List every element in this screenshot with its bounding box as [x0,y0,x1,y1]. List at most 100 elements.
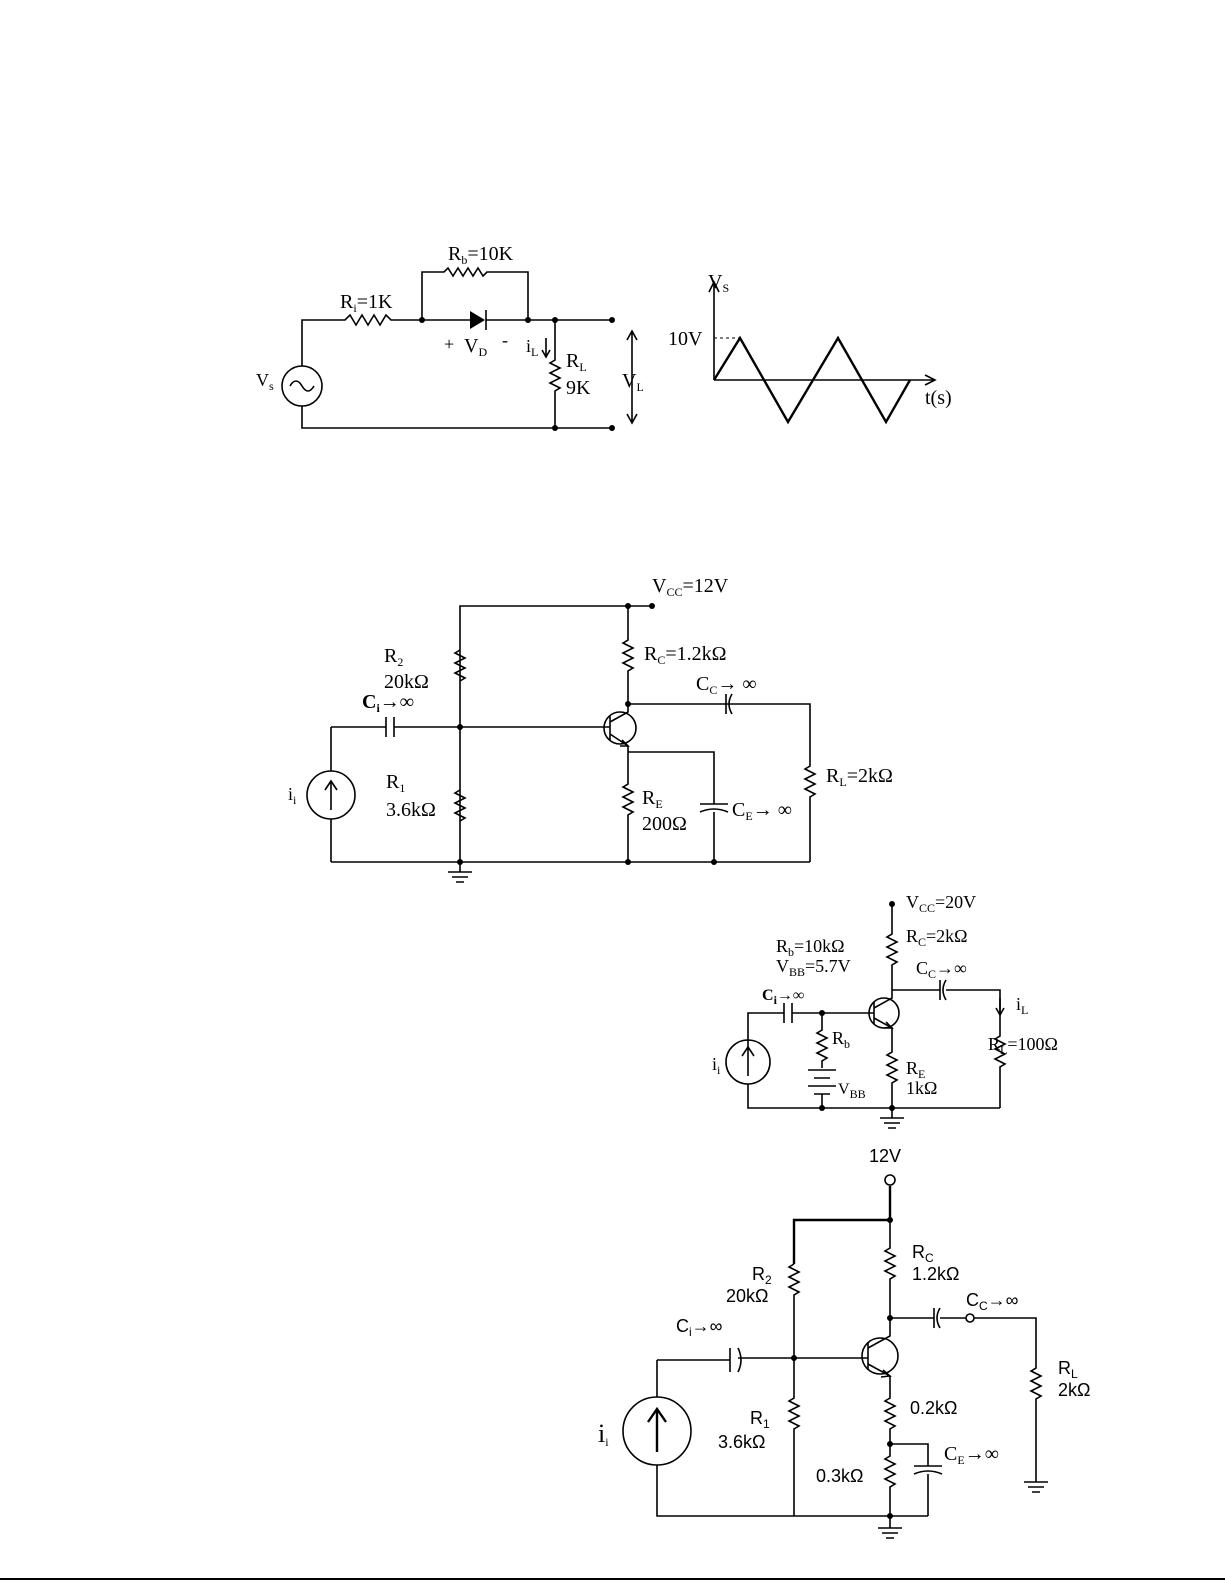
svg-text:RL=100Ω: RL=100Ω [988,1034,1058,1057]
rb-resistor-label: R [832,1028,844,1048]
vd-minus: - [502,330,508,350]
svg-text:RL: RL [1058,1358,1078,1381]
re-label: R [642,787,656,809]
rl-label: R [566,350,580,372]
svg-text:VL: VL [622,370,644,394]
vbb-label: V [776,956,789,976]
ce-amplifier-circuit: VCC=12V RC=1.2kΩ CC→ ∞ R2 20kΩ Ci→∞ R1 3… [288,575,893,882]
svg-text:CC→∞: CC→∞ [916,958,967,981]
svg-text:CC→ ∞: CC→ ∞ [696,673,757,697]
battery-icon [808,1070,836,1108]
current-source-icon [726,1040,770,1084]
svg-text:VCC=20V: VCC=20V [906,892,976,915]
r2-label: R [752,1264,765,1284]
svg-text:Rb=10K: Rb=10K [448,243,514,267]
ground-icon [1024,1482,1048,1492]
ii-label: i [598,1419,605,1448]
svg-text:iL: iL [526,336,538,359]
svg-text:Ci→∞: Ci→∞ [762,987,804,1007]
peak-label: 10V [668,328,703,350]
ground-icon [878,1516,902,1538]
vs-axis-label: V [708,271,723,293]
svg-text:ii: ii [712,1054,721,1077]
r1-value: 3.6kΩ [386,799,436,821]
triangle-waveform: VS 10V t(s) [668,271,952,422]
svg-text:Ci→∞: Ci→∞ [676,1316,723,1339]
svg-text:iL: iL [1016,994,1028,1017]
rc-label: R [906,926,918,946]
rl-label: R [826,765,840,787]
supply-label: 12V [869,1146,901,1166]
r1-label: R [386,771,400,793]
r2-value: 20kΩ [726,1286,768,1306]
ce-label: C [732,799,745,821]
svg-text:ii: ii [598,1419,609,1449]
svg-text:CE→∞: CE→∞ [944,1443,999,1467]
svg-text:RC=1.2kΩ: RC=1.2kΩ [644,643,727,667]
svg-text:RE: RE [642,787,663,811]
current-source-icon [307,771,355,819]
ground-icon [448,862,472,882]
svg-text:VBB=5.7V: VBB=5.7V [776,956,851,979]
rc-label: R [912,1242,925,1262]
svg-text:RC=2kΩ: RC=2kΩ [906,926,968,949]
rl-label: R [988,1034,1000,1054]
cc-label: C [966,1290,979,1310]
vcc-label: V [652,575,667,597]
ci-label: C [676,1316,689,1336]
ac-source-icon [282,366,322,406]
svg-text:Vs: Vs [256,370,274,393]
r1-value: 3.6kΩ [718,1432,765,1452]
svg-text:R2: R2 [752,1264,772,1287]
rl-label: R [1058,1358,1071,1378]
svg-text:ii: ii [288,784,297,807]
svg-text:VD: VD [464,335,487,359]
svg-text:RC: RC [912,1242,934,1265]
re1-value: 0.2kΩ [910,1398,957,1418]
ci-label: C [762,987,774,1004]
r1-label: R [750,1408,763,1428]
svg-text:R2: R2 [384,645,403,669]
re-value: 200Ω [642,813,687,835]
rl-value: 2kΩ [1058,1380,1090,1400]
svg-text:Rb: Rb [832,1028,850,1051]
ground-icon [880,1108,904,1128]
cc-label: C [916,958,928,978]
vd-label: V [464,335,479,357]
time-axis-label: t(s) [925,387,952,409]
svg-text:RL: RL [566,350,587,374]
r2-label: R [384,645,398,667]
current-arrow-icon [542,338,550,357]
emitter-follower-circuit: VCC=20V RC=2kΩ Rb=10kΩ VBB=5.7V CC→∞ Ci→… [712,892,1058,1128]
vl-label: V [622,370,637,392]
svg-text:R1: R1 [750,1408,770,1431]
diode-circuit: Rb=10K Ri=1K Vs + VD - iL RL 9K VL [256,243,644,431]
cc-label: C [696,673,709,695]
svg-text:Ri=1K: Ri=1K [340,291,393,315]
vd-plus: + [444,334,454,354]
svg-text:R1: R1 [386,771,405,795]
rb-label: R [776,936,788,956]
svg-text:CE→ ∞: CE→ ∞ [732,799,792,823]
transistor-icon [604,704,636,752]
svg-text:VBB: VBB [838,1081,866,1101]
ce-split-emitter-circuit: 12V RC 1.2kΩ CC→∞ R2 20kΩ Ci→∞ RL 2kΩ 0.… [598,1146,1090,1538]
rb-label: R [448,243,462,265]
re-label: R [906,1058,918,1078]
re2-value: 0.3kΩ [816,1466,863,1486]
vcc-label: V [906,892,919,912]
svg-text:VCC=12V: VCC=12V [652,575,729,599]
svg-text:VS: VS [708,271,729,295]
il-arrow-icon [996,998,1004,1015]
transistor-icon [862,1318,898,1392]
diode-icon [470,311,485,329]
battery-label: V [838,1081,850,1098]
r2-value: 20kΩ [384,671,429,693]
ce-label: C [944,1443,957,1465]
re-value: 1kΩ [906,1078,937,1098]
svg-text:Ci→∞: Ci→∞ [362,691,414,715]
page-bottom-rule [0,1578,1225,1580]
ci-label: C [362,691,376,713]
ri-label: R [340,291,354,313]
